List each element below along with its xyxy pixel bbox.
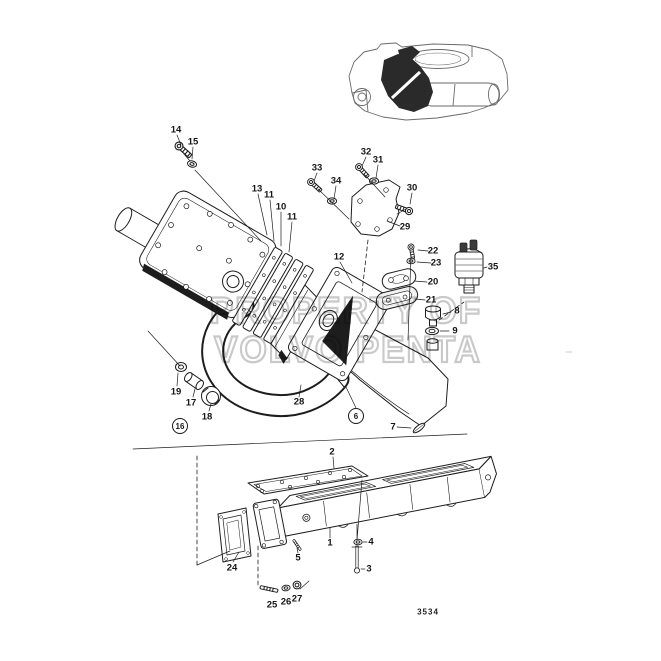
callout-10: 10 [275, 201, 287, 213]
leader-lines [132, 134, 488, 590]
callout-19: 19 [170, 386, 182, 398]
exhaust-manifold-part-1 [252, 455, 497, 549]
callout-4: 4 [368, 536, 374, 548]
callout-13: 13 [251, 183, 263, 195]
callout-1: 1 [327, 537, 333, 549]
plate-stack-parts-13-11-10-11 [232, 247, 314, 344]
flange-part-12 [287, 266, 392, 382]
oil-pressure-sender-part-35 [454, 239, 484, 294]
callout-14: 14 [170, 124, 182, 136]
stud-part-3 [351, 545, 363, 574]
washer-part-9 [425, 326, 439, 351]
callout-30: 30 [406, 182, 418, 194]
oil-cooler-assembly [114, 190, 392, 382]
gasket-part-21 [375, 285, 419, 311]
callout-16: 16 [172, 418, 188, 434]
callout-34: 34 [330, 175, 342, 187]
callout-25: 25 [266, 599, 278, 611]
callout-31: 31 [372, 154, 384, 166]
callout-26: 26 [280, 596, 292, 608]
callout-7: 7 [390, 421, 396, 433]
plug-part-18 [201, 386, 221, 406]
gasket-part-2 [247, 465, 369, 495]
callout-21: 21 [425, 294, 437, 306]
callout-24: 24 [226, 562, 238, 574]
pin-part-7 [412, 422, 426, 434]
callout-8: 8 [454, 305, 460, 317]
callout-2: 2 [329, 446, 335, 458]
bracket-part-29 [350, 179, 401, 237]
callout-22: 22 [427, 245, 439, 257]
callout-35: 35 [487, 261, 499, 273]
engine-overview-thumbnail [348, 42, 509, 121]
cover-plate-part-20 [381, 268, 417, 290]
callout-15: 15 [187, 136, 199, 148]
callout-28: 28 [293, 396, 305, 408]
callout-11b: 11 [286, 211, 298, 223]
callout-20: 20 [427, 276, 439, 288]
callout-23: 23 [430, 257, 442, 269]
callout-12: 12 [333, 251, 345, 263]
assembly-dashed-lines [196, 239, 465, 588]
callout-11a: 11 [263, 189, 275, 201]
fitting-part-17 [183, 372, 205, 390]
callout-32: 32 [360, 146, 372, 158]
callout-18: 18 [201, 411, 213, 423]
callout-33: 33 [311, 162, 323, 174]
callout-9: 9 [452, 325, 458, 337]
callout-27: 27 [291, 593, 303, 605]
gasket-part-24 [217, 507, 252, 563]
cap-part-8 [425, 305, 441, 327]
flange-shadow [322, 295, 354, 366]
callout-5: 5 [295, 552, 301, 564]
callout-3: 3 [366, 563, 372, 575]
figure-number: 3534 [417, 607, 439, 617]
callout-17: 17 [185, 397, 197, 409]
callout-29: 29 [399, 221, 411, 233]
callout-6: 6 [348, 408, 364, 424]
